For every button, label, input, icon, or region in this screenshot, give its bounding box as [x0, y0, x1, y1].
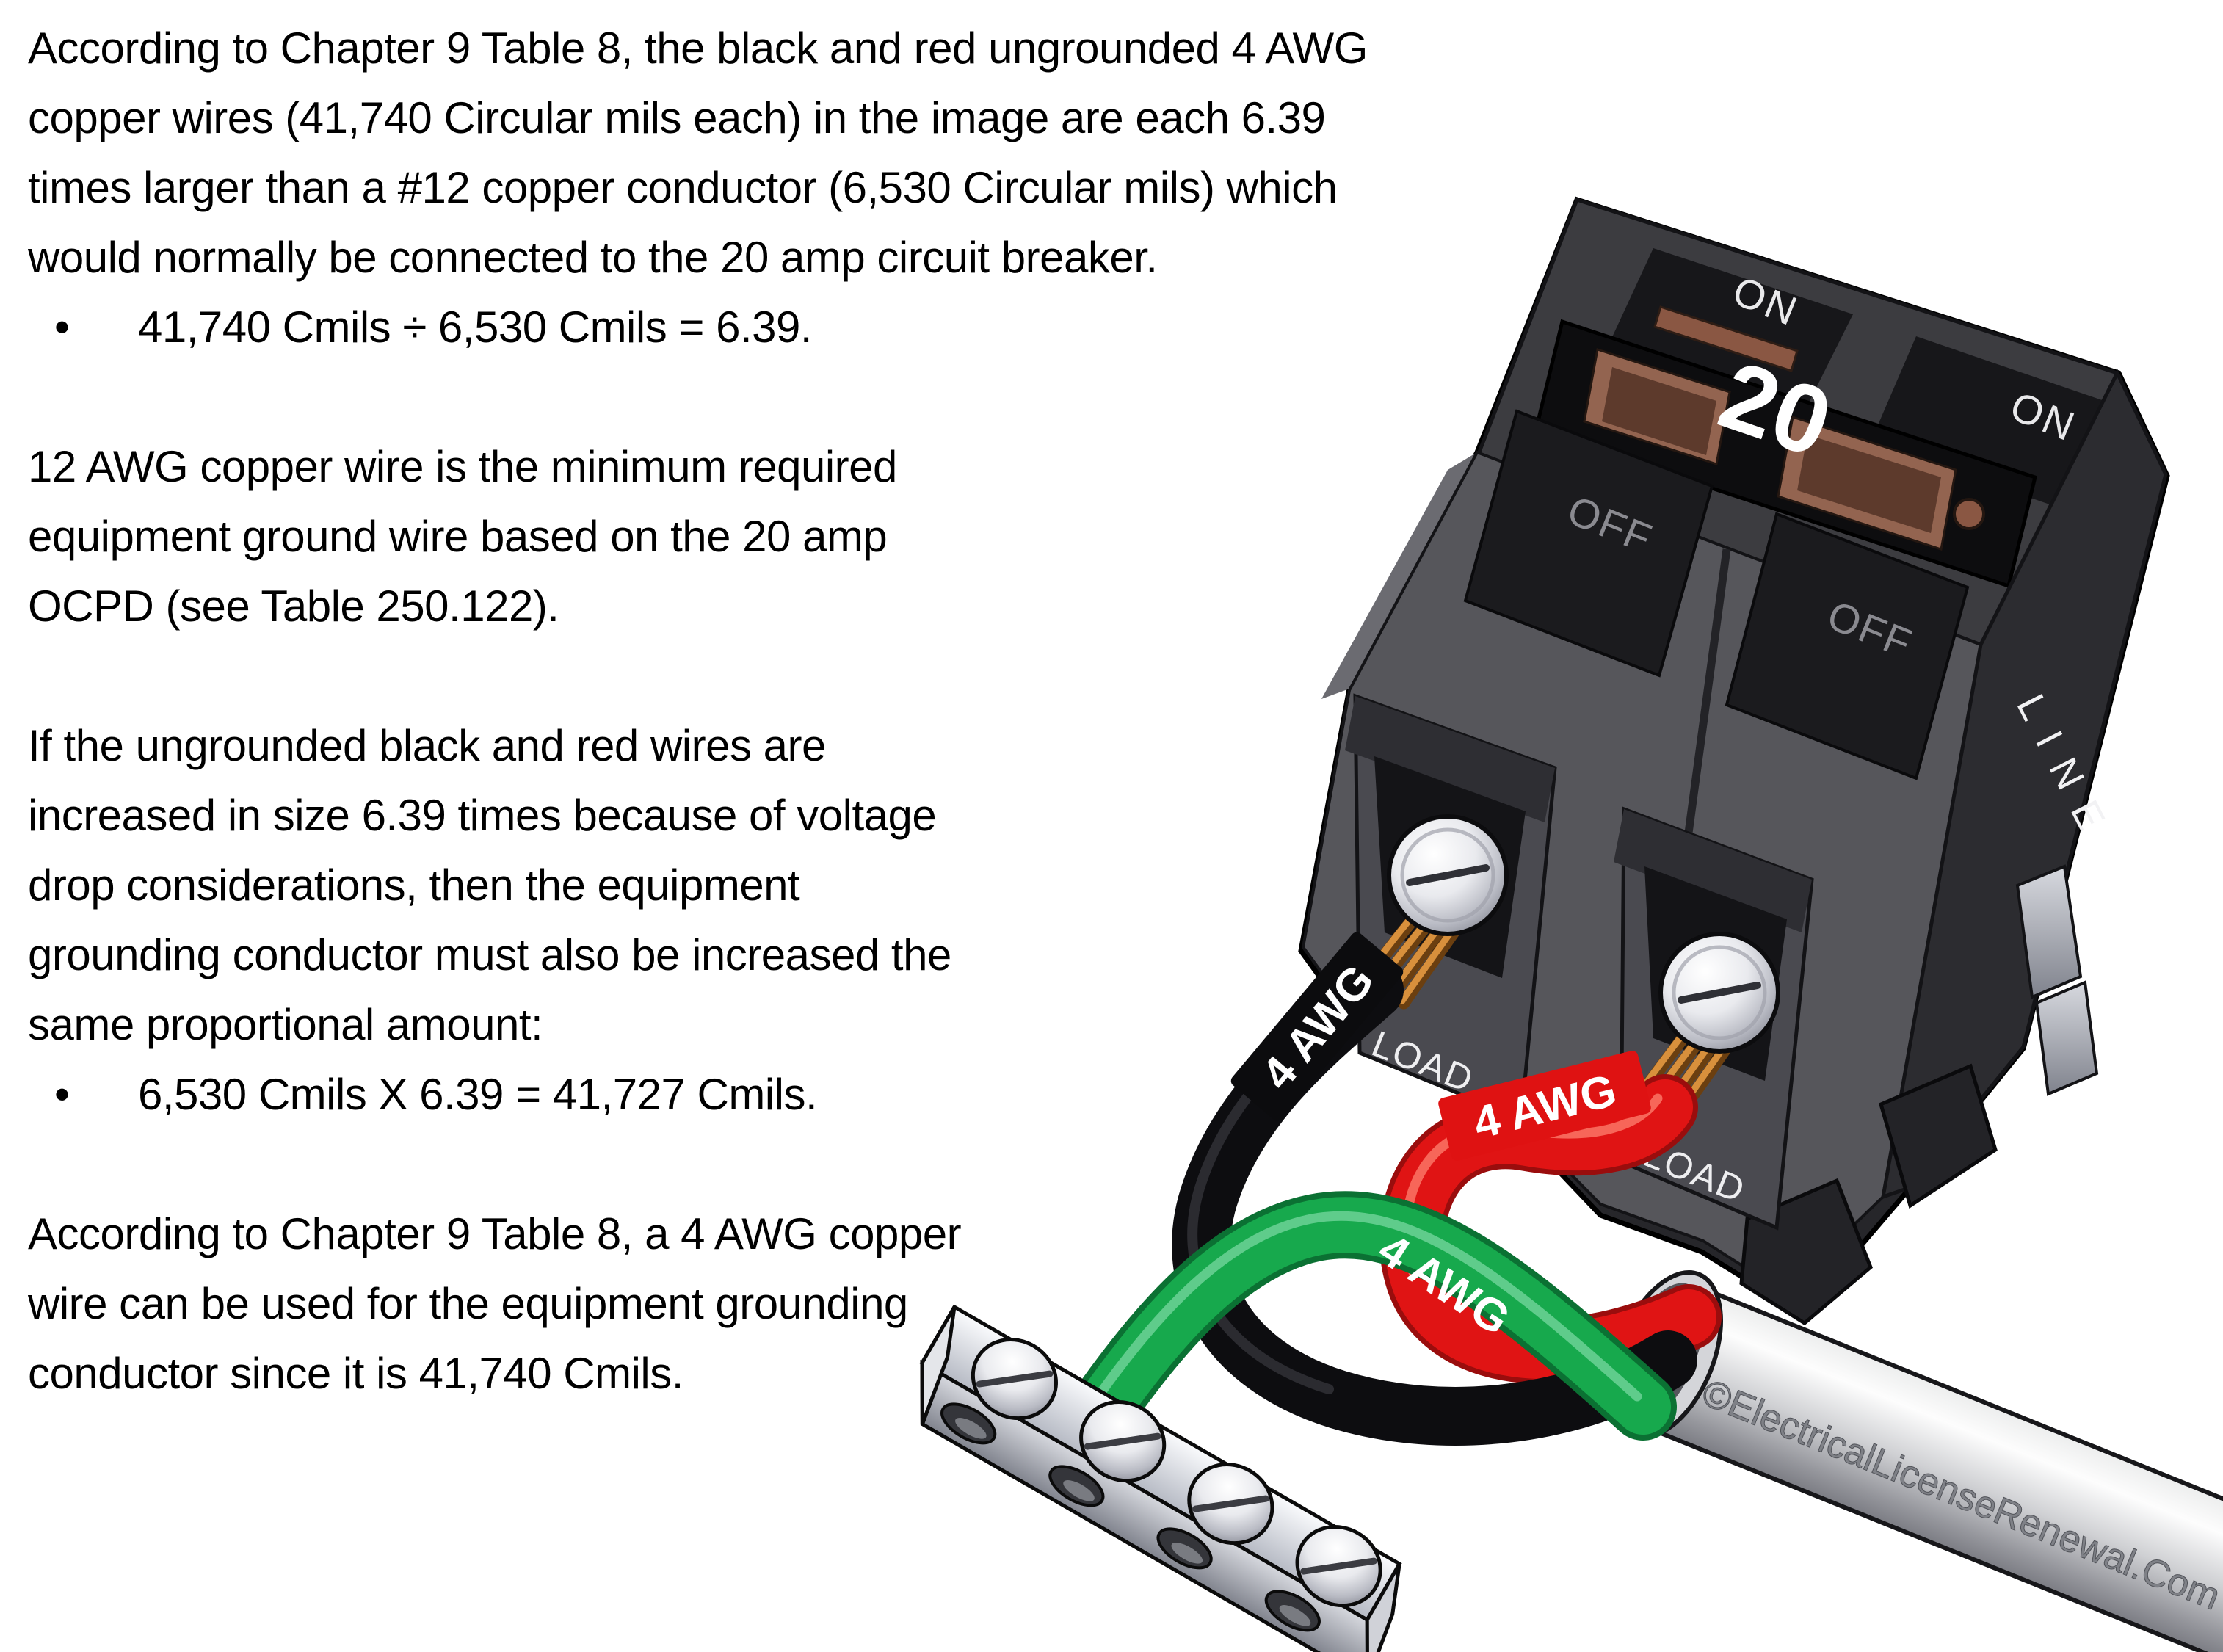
bullet-line: • 6,530 Cmils X 6.39 = 41,727 Cmils. — [28, 1059, 1665, 1129]
handle-tie-rivet — [1953, 498, 1985, 530]
text-line: If the ungrounded black and red wires ar… — [28, 721, 826, 770]
paragraph-1: According to Chapter 9 Table 8, the blac… — [28, 13, 1665, 362]
text-line: conductor since it is 41,740 Cmils. — [28, 1349, 683, 1398]
text-line: drop considerations, then the equipment — [28, 861, 800, 910]
switch-paddle-right — [1725, 512, 1970, 780]
explanation-text: According to Chapter 9 Table 8, the blac… — [28, 13, 1665, 1408]
bullet-marker: • — [54, 1070, 70, 1119]
text-line: would normally be connected to the 20 am… — [28, 233, 1158, 282]
bus-bar-wire-holes — [940, 1402, 1321, 1632]
terminal-screw-left — [1387, 814, 1509, 936]
text-line: wire can be used for the equipment groun… — [28, 1279, 908, 1328]
terminal-lip — [1345, 696, 1555, 822]
terminal-screw-right — [1658, 932, 1780, 1054]
text-line: times larger than a #12 copper conductor… — [28, 163, 1338, 212]
text-line: same proportional amount: — [28, 1000, 543, 1049]
text-line: increased in size 6.39 times because of … — [28, 791, 937, 840]
paragraph-4: According to Chapter 9 Table 8, a 4 AWG … — [28, 1199, 1665, 1408]
bullet-line: • 41,740 Cmils ÷ 6,530 Cmils = 6.39. — [28, 292, 1665, 362]
text-line: copper wires (41,740 Circular mils each)… — [28, 93, 1326, 142]
bullet-text: 6,530 Cmils X 6.39 = 41,727 Cmils. — [138, 1070, 818, 1119]
text-line: According to Chapter 9 Table 8, a 4 AWG … — [28, 1209, 962, 1258]
line-clip-upper — [2015, 864, 2083, 999]
switch-recess-right — [1871, 336, 2108, 508]
ground-bus-bar — [919, 1304, 1402, 1652]
paragraph-2: 12 AWG copper wire is the minimum requir… — [28, 432, 1665, 641]
bus-bar-screws — [971, 1338, 1382, 1608]
green-wire — [1032, 1191, 1677, 1496]
text-line: OCPD (see Table 250.122). — [28, 582, 559, 631]
bus-bar-end-cap — [920, 1305, 957, 1425]
text-line: equipment ground wire based on the 20 am… — [28, 512, 888, 561]
handle-tie-window-left-inner — [1602, 367, 1716, 455]
bullet-text: 41,740 Cmils ÷ 6,530 Cmils = 6.39. — [138, 302, 813, 352]
breaker-left-bevel — [1321, 452, 1477, 699]
terminal-lip — [1614, 809, 1812, 932]
bullet-marker: • — [54, 302, 70, 352]
switch-window-sliver — [1653, 305, 1799, 372]
mounting-foot-rear — [1878, 1063, 1998, 1209]
handle-tie-window-right-inner — [1797, 435, 1941, 533]
text-line: grounding conductor must also be increas… — [28, 930, 951, 979]
text-line: 12 AWG copper wire is the minimum requir… — [28, 442, 897, 491]
line-clip-lower — [2034, 980, 2099, 1096]
paragraph-3: If the ungrounded black and red wires ar… — [28, 711, 1665, 1129]
text-line: According to Chapter 9 Table 8, the blac… — [28, 23, 1368, 73]
switch-paddle-left — [1463, 409, 1714, 678]
